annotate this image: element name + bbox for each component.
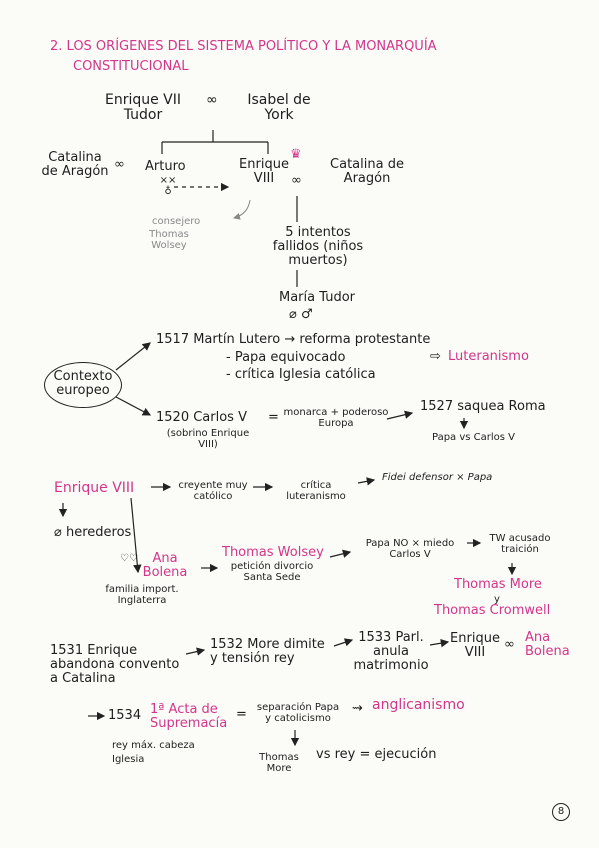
lutero-1517: 1517 Martín Lutero → reforma protestante (156, 332, 431, 347)
marriage-symbol: ∞ (206, 92, 218, 108)
thomas-more-acta: Thomas More (259, 752, 299, 774)
thomas-more: Thomas More (454, 577, 542, 592)
enrique-viii-heading: Enrique VIII (54, 480, 135, 496)
contexto-europeo: Contexto europeo (53, 369, 113, 398)
wolsey-pencil: Thomas Wolsey (149, 229, 189, 251)
gender-symbol: ⌀ ♂ (289, 307, 313, 322)
thomas-wolsey: Thomas Wolsey (222, 545, 324, 560)
ana-bolena: Ana Bolena (142, 551, 188, 580)
timeline-enrique: Enrique VIII (450, 631, 500, 660)
sobrino-enrique: (sobrino Enrique VIII) (166, 428, 250, 450)
critica-iglesia: - crítica Iglesia católica (226, 367, 376, 382)
y-conjunction: y (494, 594, 500, 605)
marriage-symbol-ana: ∞ (504, 637, 515, 652)
timeline-ana: Ana Bolena (525, 630, 570, 659)
double-arrow-icon: ⇨ (430, 349, 441, 364)
cinco-intentos: 5 intentos fallidos (niños muertos) (272, 225, 364, 268)
critica-luteranismo: crítica luteranismo (286, 480, 346, 502)
contexto-oval (44, 362, 122, 408)
maria-tudor: María Tudor (279, 290, 355, 305)
saquea-roma-1527: 1527 saquea Roma (420, 399, 546, 414)
death-marks: ×× ♁ (159, 175, 177, 197)
event-1531: 1531 Enrique abandona convento a Catalin… (50, 643, 180, 686)
isabel-de-york: Isabel de York (247, 92, 311, 123)
enrique-vii: Enrique VII Tudor (104, 92, 182, 123)
equal-sign-1: = (268, 410, 279, 425)
marriage-symbol-arturo: ∞ (114, 157, 125, 172)
catalina-aragon-right: Catalina de Aragón (330, 157, 404, 186)
crown-icon: ♛ (290, 147, 302, 162)
papa-equivocado: - Papa equivocado (226, 350, 346, 365)
page-number: 8 (552, 803, 570, 821)
peticion-divorcio: petición divorcio Santa Sede (230, 561, 314, 583)
thomas-cromwell: Thomas Cromwell (434, 603, 551, 618)
anglicanismo: anglicanismo (372, 697, 465, 713)
tw-acusado: TW acusado traición (489, 533, 551, 555)
fidei-defensor: Fidei defensor × Papa (382, 472, 493, 483)
marriage-symbol-enrique: ∞ (291, 173, 302, 188)
rey-cabeza-iglesia: rey máx. cabeza Iglesia (112, 740, 195, 765)
sin-herederos: ⌀ herederos (54, 525, 132, 540)
event-1533: 1533 Parl. anula matrimonio (353, 630, 429, 673)
creyente-catolico: creyente muy católico (178, 480, 248, 502)
enrique-viii: Enrique VIII (239, 157, 289, 186)
luteranismo: Luteranismo (448, 349, 529, 364)
arturo: Arturo (145, 159, 186, 174)
separacion-papa: separación Papa y catolicismo (256, 702, 340, 724)
acta-supremacia: 1ª Acta de Supremacía (150, 702, 228, 731)
equal-sign-2: = (236, 707, 247, 722)
papa-no-miedo: Papa NO × miedo Carlos V (365, 538, 455, 560)
familia-inglaterra: familia import. Inglaterra (105, 584, 179, 606)
hearts-icon: ♡♡ (120, 553, 138, 564)
more-vs-rey: vs rey = ejecución (316, 747, 437, 762)
squiggle-arrow-icon: ⇝ (352, 701, 363, 716)
papa-vs-carlos: Papa vs Carlos V (432, 432, 516, 443)
year-1534: 1534 (108, 708, 142, 723)
monarca-poderoso: monarca + poderoso Europa (283, 407, 389, 429)
catalina-aragon-left: Catalina de Aragón (41, 150, 109, 179)
page-title-line2: CONSTITUCIONAL (73, 59, 189, 74)
page-title-line1: 2. LOS ORÍGENES DEL SISTEMA POLÍTICO Y L… (50, 39, 437, 54)
carlos-v-1520: 1520 Carlos V (156, 410, 247, 425)
consejero-label: consejero (152, 216, 201, 227)
event-1532: 1532 More dimite y tensión rey (210, 637, 325, 666)
